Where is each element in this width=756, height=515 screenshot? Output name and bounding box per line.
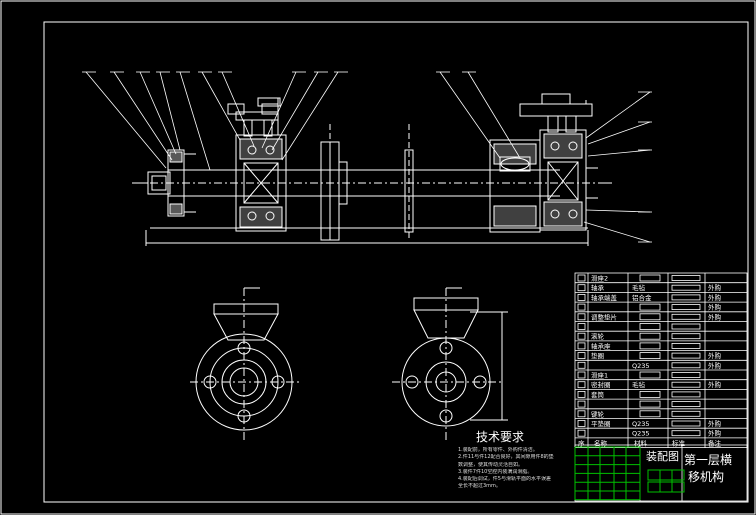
parts-row-material: 毛毡 — [632, 283, 646, 292]
parts-row-material-box — [639, 390, 661, 398]
parts-row-note: 外购 — [708, 283, 722, 292]
parts-row-material: 毛毡 — [632, 380, 646, 389]
parts-row-number-box — [577, 420, 586, 427]
parts-row-material-box — [639, 332, 661, 340]
parts-row-number-box — [577, 400, 586, 408]
parts-row-number-box — [577, 429, 586, 437]
parts-row-standard-box — [671, 275, 701, 281]
parts-row-standard-box — [671, 372, 701, 378]
parts-row-note: 外购 — [708, 361, 722, 370]
parts-row-material-box — [639, 323, 661, 330]
title-block-green-marks — [647, 469, 685, 493]
parts-row-note: 外购 — [708, 351, 722, 360]
parts-row-standard-box — [671, 401, 701, 408]
parts-row-material-box — [639, 400, 661, 408]
parts-header-cell: 材料 — [634, 438, 648, 447]
parts-header-cell: 备注 — [708, 438, 722, 447]
parts-row-material: Q235 — [632, 430, 650, 438]
parts-row-standard-box — [671, 381, 701, 388]
leader-lines — [82, 71, 652, 243]
parts-row-name: 键轮 — [591, 409, 605, 418]
drawing-name: 装配图 — [646, 450, 679, 463]
main-assembly-view — [132, 93, 612, 246]
parts-row-number-box — [577, 313, 586, 321]
parts-row-name: 密封圈 — [591, 380, 611, 389]
drawing-subtitle-line1: 第一层横 — [684, 453, 732, 467]
parts-row-standard-box — [671, 342, 701, 349]
parts-row-material-box — [639, 313, 661, 321]
parts-row-name: 滚轮 — [591, 332, 605, 341]
parts-row-material: 铝合金 — [632, 293, 652, 302]
parts-row-material-box — [639, 410, 661, 418]
parts-row-name: 平垫圈 — [591, 419, 611, 428]
tech-req-line-2: 2.件11与件12配合良好，其间隙用件8的垫 — [458, 454, 554, 461]
title-block-grid — [574, 446, 641, 501]
parts-row-name: 垫圈 — [591, 351, 604, 360]
drawing-subtitle-line2: 移机构 — [688, 469, 724, 484]
technical-requirements-title: 技术要求 — [476, 430, 525, 444]
parts-row-name: 滑座2 — [591, 274, 608, 283]
parts-row-name: 滑座1 — [591, 371, 608, 380]
parts-row-material-box — [639, 352, 661, 360]
parts-row-number-box — [577, 274, 586, 282]
technical-requirements: 技术要求 1.装配前，所有零件、外购件清洁。 2.件11与件12配合良好，其间隙… — [458, 428, 576, 491]
parts-row-standard-box — [671, 323, 701, 330]
parts-row-number-box — [577, 361, 586, 369]
parts-row-material-box — [639, 274, 661, 282]
parts-row-material-box — [639, 371, 661, 379]
tech-req-line-6: 全长不超过3mm。 — [458, 483, 501, 490]
right-side-view — [392, 287, 508, 440]
parts-row-standard-box — [671, 391, 701, 398]
parts-header-cell: 名称 — [594, 438, 608, 447]
parts-row-name: 轴承端盖 — [591, 293, 618, 302]
parts-row-standard-box — [671, 313, 701, 320]
parts-row-number-box — [577, 342, 586, 350]
parts-row-number-box — [577, 303, 586, 311]
parts-row-standard-box — [671, 333, 701, 340]
parts-row-note: 外购 — [708, 293, 722, 302]
parts-row-name: 调整垫片 — [591, 312, 617, 321]
parts-row-material-box — [639, 342, 661, 350]
parts-row-number-box — [577, 284, 586, 292]
parts-row-material: Q235 — [632, 362, 650, 370]
parts-row-name: 轴承 — [591, 283, 605, 292]
parts-row-number-box — [577, 332, 586, 340]
parts-row-note: 外购 — [708, 312, 722, 321]
parts-row-note: 外购 — [708, 419, 722, 428]
parts-row-note: 外购 — [708, 303, 722, 312]
tech-req-line-3: 数调整，使其传动灵活自如。 — [458, 461, 524, 468]
parts-row-number-box — [577, 390, 586, 398]
parts-row-number-box — [577, 352, 586, 360]
parts-row-standard-box — [671, 420, 701, 427]
parts-row-standard-box — [671, 294, 701, 301]
parts-row-name: 轴承座 — [591, 341, 611, 350]
parts-header-cell: 标准 — [672, 438, 686, 447]
tech-req-line-5: 4.装配后调试，件5与滑轨平面的水平误差 — [458, 476, 551, 483]
parts-row-note: 外购 — [708, 380, 722, 389]
parts-row-material-box — [639, 303, 661, 311]
parts-header-cell: 序 — [578, 438, 585, 447]
parts-row-name: 套筒 — [591, 390, 605, 399]
parts-row-material: Q235 — [632, 420, 650, 428]
tech-req-line-1: 1.装配前，所有零件、外购件清洁。 — [458, 447, 538, 453]
parts-row-number-box — [577, 293, 586, 301]
tech-req-line-4: 3.装件7件10空腔内装满润滑脂。 — [458, 468, 533, 475]
parts-row-number-box — [577, 381, 586, 389]
parts-row-standard-box — [671, 362, 701, 369]
left-side-view — [190, 287, 300, 440]
parts-row-standard-box — [671, 430, 701, 437]
parts-row-number-box — [577, 371, 586, 379]
parts-row-number-box — [577, 410, 586, 418]
parts-row-standard-box — [671, 284, 701, 291]
parts-row-standard-box — [671, 410, 701, 417]
parts-row-standard-box — [671, 304, 701, 311]
parts-row-standard-box — [671, 352, 701, 359]
parts-row-note: 外购 — [708, 429, 722, 438]
inner-frame — [43, 21, 749, 503]
parts-row-number-box — [577, 323, 586, 330]
